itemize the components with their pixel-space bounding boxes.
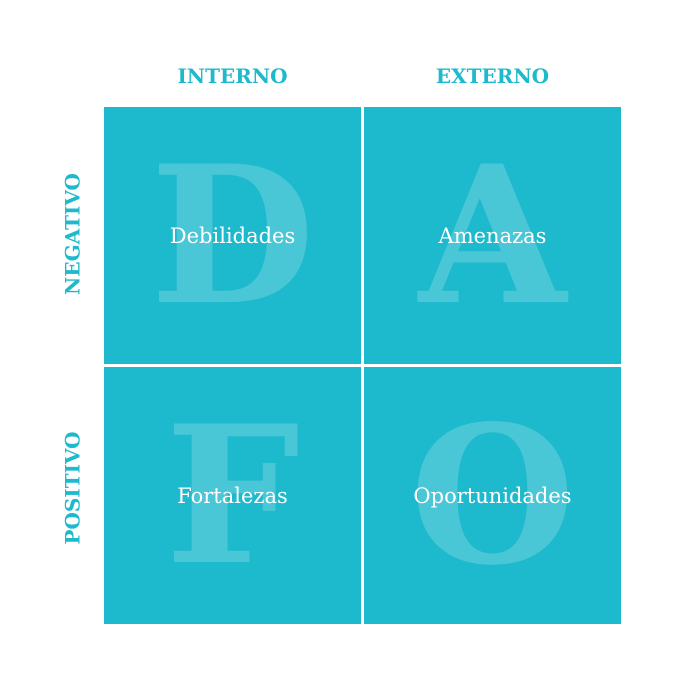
- quadrant-weaknesses: D Debilidades: [104, 107, 361, 364]
- watermark-letter: A: [418, 123, 567, 347]
- row-header-positive: POSITIVO: [60, 431, 85, 545]
- watermark-letter: F: [165, 383, 300, 607]
- quadrant-strengths: F Fortalezas: [104, 367, 361, 624]
- column-header-external: EXTERNO: [435, 64, 550, 88]
- quadrant-threats: A Amenazas: [364, 107, 621, 364]
- row-header-negative: NEGATIVO: [60, 173, 85, 295]
- quadrant-label: Debilidades: [169, 223, 296, 248]
- column-header-internal: INTERNO: [177, 64, 288, 88]
- quadrant-label: Fortalezas: [177, 483, 288, 508]
- quadrant-opportunities: O Oportunidades: [364, 367, 621, 624]
- quadrant-label: Amenazas: [438, 223, 547, 248]
- quadrant-label: Oportunidades: [413, 483, 572, 508]
- watermark-letter: O: [409, 383, 576, 607]
- watermark-letter: D: [150, 123, 315, 347]
